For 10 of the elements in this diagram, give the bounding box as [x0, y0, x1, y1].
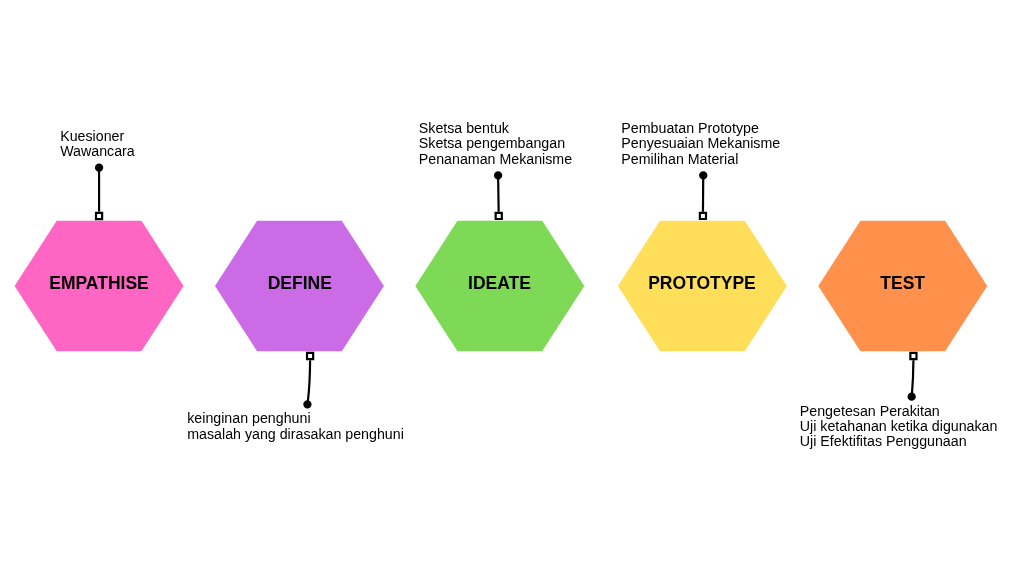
node-text: Sketsa bentuk Sketsa pengembangan Penanaman Mekanisme — [418, 120, 573, 167]
connector — [698, 171, 708, 221]
connector — [94, 163, 104, 221]
node-text: Kuesioner Wawancara — [60, 127, 135, 160]
node-text: keinginan penghuni masalah yang dirasakan penghuni — [187, 410, 404, 442]
connector — [493, 171, 503, 221]
node-text: Pembuatan Prototype Penyesuaian Mekanisme Pemilihan Material — [621, 120, 781, 167]
connector — [907, 351, 918, 401]
node-text: Pengetesan Perakitan Uji ketahanan ketika digunakan Uji Efektifitas Penggunaan — [799, 402, 998, 450]
connector — [303, 351, 315, 409]
